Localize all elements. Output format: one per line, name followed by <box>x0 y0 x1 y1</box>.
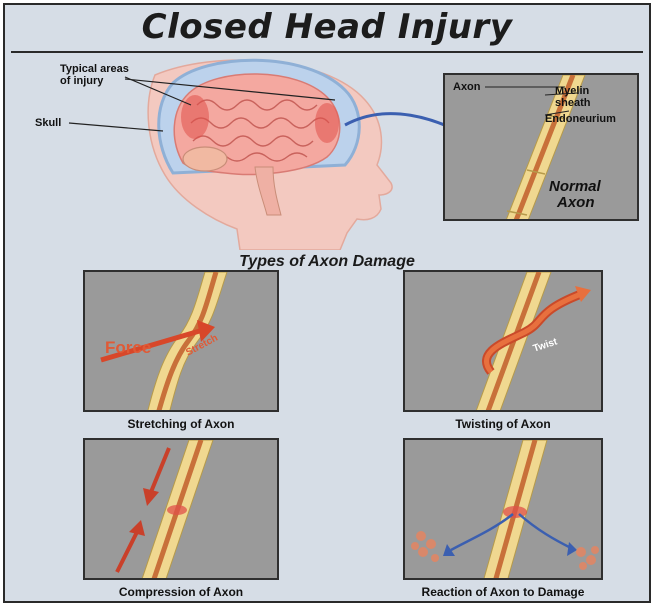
label-typical-areas-line1: Typical areas <box>60 63 129 75</box>
twisting-drawing <box>405 272 603 412</box>
panel-twisting: Twist <box>403 270 603 412</box>
label-normal-line1: Normal <box>549 179 601 194</box>
panel-compression <box>83 438 279 580</box>
compression-drawing <box>85 440 279 580</box>
caption-twisting: Twisting of Axon <box>403 417 603 431</box>
reaction-drawing <box>405 440 603 580</box>
label-axon: Axon <box>453 81 481 93</box>
panel-reaction <box>403 438 603 580</box>
normal-axon-drawing <box>445 75 639 221</box>
label-typical-areas-line2: of injury <box>60 75 103 87</box>
label-myelin-line1: Myelin <box>555 85 589 97</box>
caption-stretching: Stretching of Axon <box>83 417 279 431</box>
caption-reaction: Reaction of Axon to Damage <box>393 585 613 599</box>
label-skull: Skull <box>35 117 61 129</box>
label-endoneurium: Endoneurium <box>545 113 616 125</box>
panel-normal-axon: Axon Myelin sheath Endoneurium Normal Ax… <box>443 73 639 221</box>
label-force: Force <box>105 342 151 354</box>
label-myelin-line2: sheath <box>555 97 590 109</box>
infographic-frame: Closed Head Injury Typical areas of inju… <box>3 3 651 603</box>
section-title-axon-damage: Types of Axon Damage <box>5 253 649 271</box>
panel-stretching: Force Stretch <box>83 270 279 412</box>
label-normal-line2: Axon <box>557 195 595 210</box>
caption-compression: Compression of Axon <box>83 585 279 599</box>
